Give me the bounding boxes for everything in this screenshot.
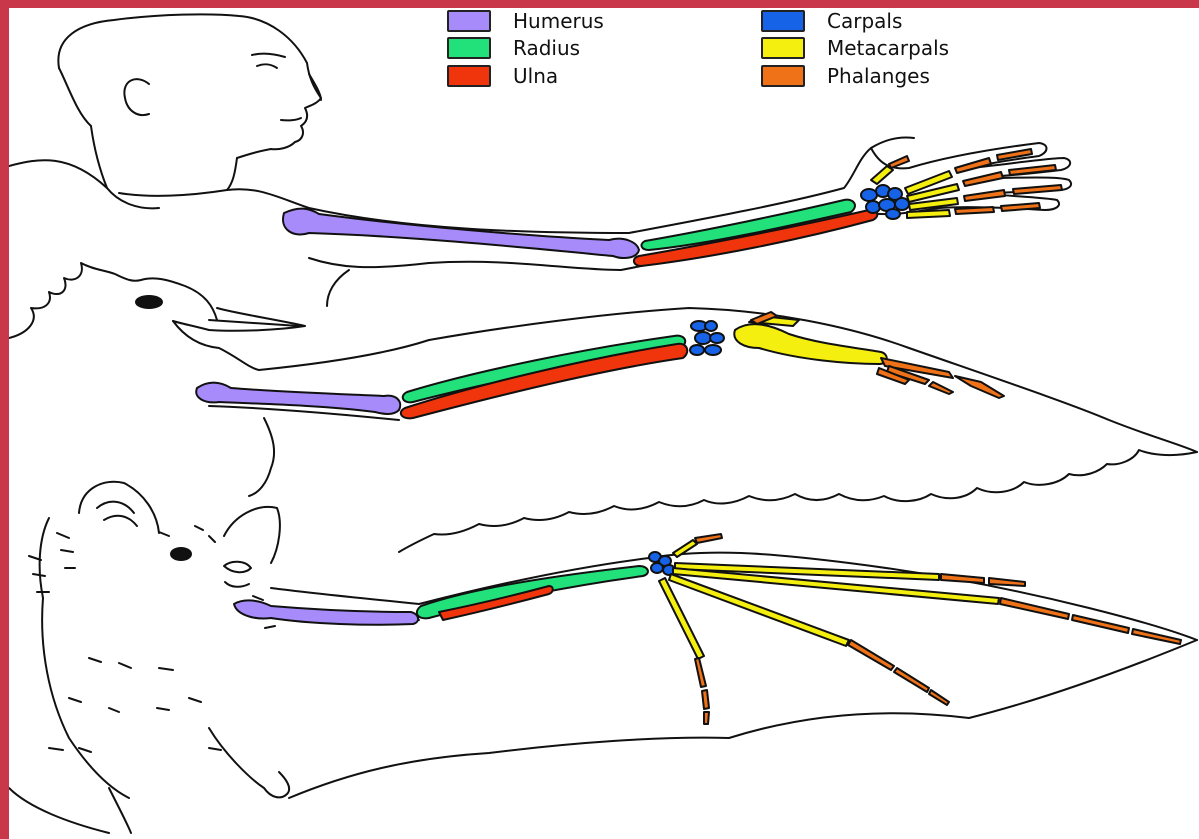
homologous-limbs-illustration: [9, 8, 1199, 839]
bat-ear-inner: [97, 502, 134, 513]
legend-humerus: Humerus: [447, 8, 604, 34]
legend-carpals: Carpals: [761, 8, 902, 34]
human-eye: [257, 64, 277, 68]
legend-label-metacarpals: Metacarpals: [827, 36, 949, 60]
bat-metacarpals: [659, 540, 999, 659]
bat-mouth: [225, 582, 249, 587]
legend-label-carpals: Carpals: [827, 9, 902, 33]
human-mouth: [281, 118, 301, 120]
legend-label-ulna: Ulna: [513, 64, 558, 88]
bird-carpals: [690, 321, 724, 355]
bat-eye: [171, 548, 191, 560]
human-head-outline: [58, 14, 321, 158]
legend-metacarpals: Metacarpals: [761, 35, 949, 61]
bat-humerus: [234, 600, 418, 624]
human-hair-line: [59, 68, 91, 126]
bird-beak-line: [209, 320, 299, 326]
legend-swatch-humerus: [447, 10, 491, 32]
bat-ear-right: [224, 507, 280, 563]
bird-radius: [403, 336, 685, 403]
bird-eye: [136, 296, 162, 308]
bat-bones: [234, 534, 1181, 724]
bat-wing-edge: [289, 640, 1197, 798]
legend-swatch-carpals: [761, 10, 805, 32]
bird-wing-top: [259, 308, 1197, 452]
bat-foot: [209, 728, 289, 797]
bird-throat: [173, 321, 259, 370]
human-neck: [91, 126, 107, 188]
human-neck-front: [227, 158, 237, 190]
bird-body-lower: [249, 418, 274, 496]
human-ear: [124, 79, 149, 115]
diagram-frame: Humerus Radius Ulna Carpals Metacarpals …: [9, 8, 1199, 839]
legend-swatch-phalanges: [761, 65, 805, 87]
legend-label-radius: Radius: [513, 36, 580, 60]
legend-swatch-ulna: [447, 65, 491, 87]
bird-humerus: [196, 383, 400, 414]
bat-phalanges: [695, 534, 1181, 724]
bird-bones: [196, 312, 1004, 418]
human-shoulder-back: [9, 160, 159, 208]
bird-beak: [173, 308, 305, 331]
human-collar: [119, 190, 227, 196]
legend-swatch-metacarpals: [761, 37, 805, 59]
bat-ear: [79, 482, 159, 533]
bat-body-fur: [49, 658, 221, 752]
bat-ear-inner-2: [104, 516, 137, 526]
legend-label-phalanges: Phalanges: [827, 64, 930, 88]
legend-label-humerus: Humerus: [513, 9, 604, 33]
legend-radius: Radius: [447, 35, 580, 61]
legend-phalanges: Phalanges: [761, 63, 930, 89]
bird-wing-feathers: [399, 450, 1197, 552]
bird-head-crest: [9, 263, 217, 338]
legend-swatch-radius: [447, 37, 491, 59]
human-torso: [327, 270, 349, 306]
bat-wing-edge-left: [9, 788, 109, 833]
legend-ulna: Ulna: [447, 63, 558, 89]
bat-figure: [9, 482, 1197, 833]
bat-body-outline: [42, 598, 129, 798]
bat-nose: [224, 562, 251, 573]
bird-figure: [9, 263, 1197, 552]
bat-leg: [109, 788, 131, 833]
human-brow: [252, 54, 285, 57]
